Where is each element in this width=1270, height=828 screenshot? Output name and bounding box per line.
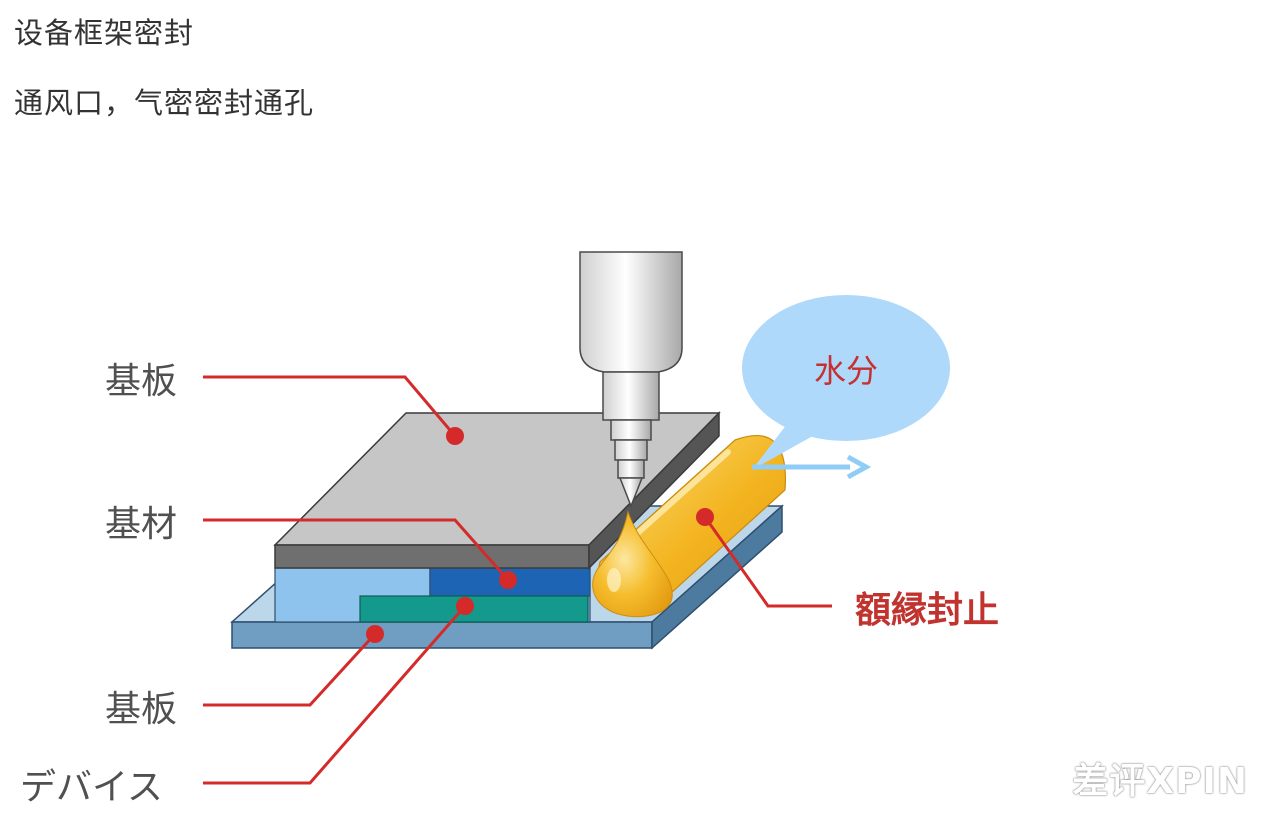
moisture-bubble xyxy=(742,295,950,480)
leader-dots xyxy=(366,427,714,643)
sealant-drop xyxy=(592,510,673,618)
page-subtitle: 通风口，气密密封通孔 xyxy=(14,86,315,120)
dot-edge-seal xyxy=(696,508,714,526)
device-layer xyxy=(359,595,589,623)
label-base-material: 基材 xyxy=(105,504,177,545)
label-substrate-top: 基板 xyxy=(105,361,177,402)
label-substrate-bottom: 基板 xyxy=(105,689,177,730)
leader-line-substrate-bottom xyxy=(203,632,377,707)
leader-lines xyxy=(203,375,832,785)
label-moisture: 水分 xyxy=(814,352,878,390)
top-substrate xyxy=(273,411,721,570)
leader-line-base-material xyxy=(203,518,510,581)
leader-line-substrate-top xyxy=(203,375,457,437)
label-edge-seal: 額縁封止 xyxy=(855,590,999,631)
dot-substrate-bottom xyxy=(366,625,384,643)
dispenser-needle xyxy=(579,251,683,509)
dot-substrate-top xyxy=(446,427,464,445)
dot-device xyxy=(456,597,474,615)
dot-base-material xyxy=(499,571,517,589)
label-device: デバイス xyxy=(20,767,163,808)
leader-line-device xyxy=(203,605,467,785)
watermark: 差评XPIN xyxy=(1072,761,1248,802)
leader-line-edge-seal xyxy=(703,516,832,608)
page-title: 设备框架密封 xyxy=(14,16,195,50)
